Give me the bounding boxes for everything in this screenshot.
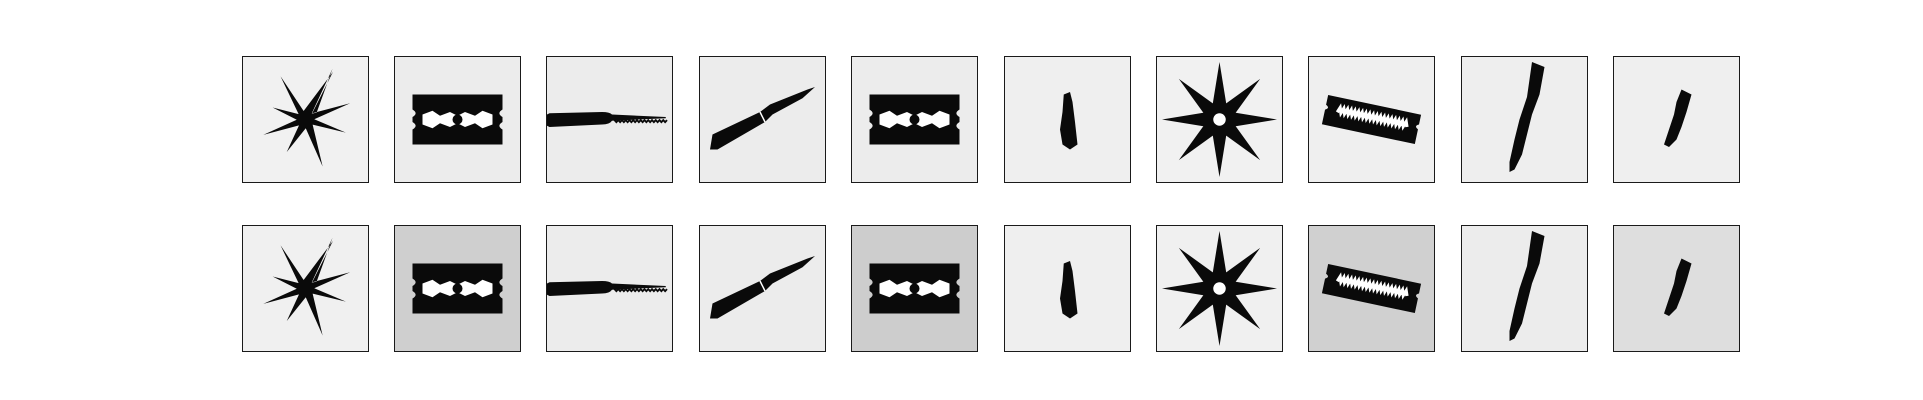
bottom-row-tile-4 [699, 225, 826, 352]
bottom-row-tile-8 [1308, 225, 1435, 352]
long-knife-icon [1509, 62, 1545, 172]
bottom-row-tile-5 [851, 225, 978, 352]
shuriken-spiked-icon [263, 68, 351, 167]
top-row-tile-4 [699, 56, 826, 183]
knife-handle-icon [1060, 92, 1078, 150]
razor-blade-icon [869, 94, 960, 145]
top-row-tile-10 [1613, 56, 1740, 183]
bottom-row-tile-7 [1156, 225, 1283, 352]
serrated-knife-icon [547, 112, 668, 127]
bottom-row-tile-6 [1004, 225, 1131, 352]
knife-handle-icon [1060, 261, 1078, 319]
bottom-row-tile-9 [1461, 225, 1588, 352]
throwing-star-icon [1162, 62, 1277, 177]
top-row-tile-6 [1004, 56, 1131, 183]
razor-blade-icon [869, 263, 960, 314]
top-row-tile-3 [546, 56, 673, 183]
razor-blade-icon [412, 263, 503, 314]
bottom-row-tile-10 [1613, 225, 1740, 352]
top-row-tile-2 [394, 56, 521, 183]
small-knife-icon [1664, 258, 1692, 316]
top-row-tile-5 [851, 56, 978, 183]
small-knife-icon [1664, 89, 1692, 147]
top-row-tile-7 [1156, 56, 1283, 183]
top-row-tile-1 [242, 56, 369, 183]
top-row-tile-8 [1308, 56, 1435, 183]
long-knife-icon [1509, 231, 1545, 341]
throwing-star-icon [1162, 231, 1277, 346]
serrated-knife-icon [547, 281, 668, 296]
bottom-row-tile-3 [546, 225, 673, 352]
shuriken-spiked-icon [263, 237, 351, 336]
bottom-row-tile-1 [242, 225, 369, 352]
folding-knife-icon [710, 256, 815, 319]
razor-blade-tilted-icon [1321, 94, 1422, 145]
top-row-tile-9 [1461, 56, 1588, 183]
razor-blade-icon [412, 94, 503, 145]
razor-blade-tilted-icon [1321, 263, 1422, 314]
folding-knife-icon [710, 87, 815, 150]
bottom-row-tile-2 [394, 225, 521, 352]
